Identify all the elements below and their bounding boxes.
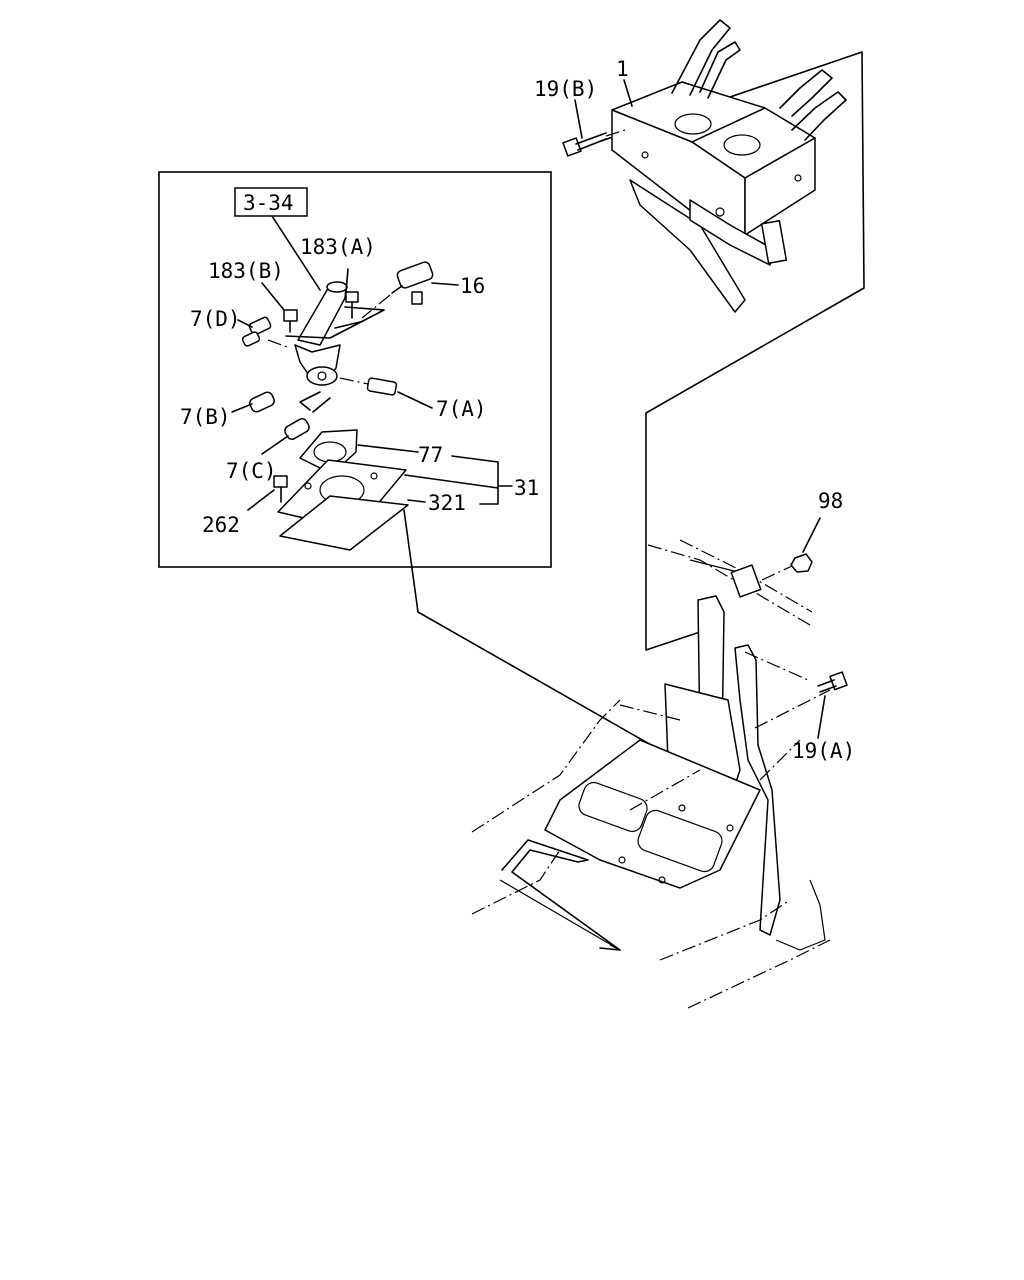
label-16: 16 (460, 274, 485, 298)
label-7d: 7(D) (190, 307, 241, 331)
reference-box-3-34 (234, 187, 321, 291)
chassis-floor (471, 539, 831, 1009)
label-19b: 19(B) (534, 77, 597, 101)
label-1: 1 (616, 57, 629, 81)
inset-to-floor-line (403, 509, 731, 791)
label-262: 262 (202, 513, 240, 537)
shift-lever-housing (294, 281, 348, 386)
fitting-7a (339, 377, 433, 409)
callout-labels: 1 19(B) 3-34 183(A) 183(B) 16 7(D) 7(A) … (180, 57, 855, 763)
label-7a: 7(A) (436, 397, 487, 421)
nut-98 (761, 517, 821, 581)
bolt-19a (817, 671, 848, 739)
plate-321 (277, 459, 409, 551)
label-19a: 19(A) (792, 739, 855, 763)
bolt-183a (345, 268, 359, 319)
exploded-view-frame (600, 51, 865, 651)
callout-bracket-31 (357, 444, 513, 505)
label-321: 321 (428, 491, 466, 515)
fitting-7c (261, 418, 310, 455)
label-98: 98 (818, 489, 843, 513)
label-7c: 7(C) (226, 459, 277, 483)
detail-inset-frame (158, 171, 552, 568)
label-31: 31 (514, 476, 539, 500)
label-183a: 183(A) (300, 235, 376, 259)
label-77: 77 (418, 443, 443, 467)
bolt-19b (562, 129, 626, 157)
bolt-183b (261, 282, 298, 333)
bracket-assembly-part-1 (611, 19, 847, 313)
fitting-7d (237, 316, 291, 349)
fitting-7b (231, 391, 275, 413)
bolt-262 (247, 475, 288, 511)
label-3-34: 3-34 (243, 191, 294, 215)
label-7b: 7(B) (180, 405, 231, 429)
label-183b: 183(B) (208, 259, 284, 283)
switch-16 (361, 261, 459, 319)
